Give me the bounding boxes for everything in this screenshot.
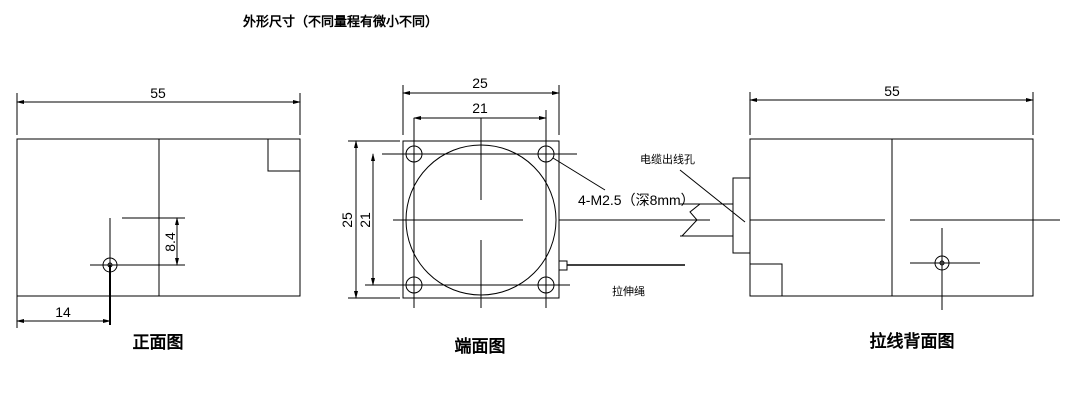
dim-end-height: 25 — [339, 212, 355, 228]
dim-hole-pitch-h: 21 — [472, 100, 488, 116]
cable-outlet-block — [732, 177, 751, 254]
cable-outlet-label: 电缆出线孔 — [640, 152, 695, 166]
back-corner-block — [749, 263, 783, 297]
front-corner-block — [267, 138, 301, 172]
dim-end-width: 25 — [472, 75, 488, 91]
pull-rope-label: 拉伸绳 — [612, 284, 645, 298]
end-view: 25 21 25 21 4-M2.5（深8mm） 电缆出线孔 拉伸绳 端面图 — [339, 75, 751, 357]
end-view-caption: 端面图 — [455, 336, 506, 357]
thread-note: 4-M2.5（深8mm） — [578, 192, 695, 208]
rope-exit — [558, 260, 568, 271]
front-view: 8.4 55 14 正面图 — [16, 85, 301, 353]
front-view-caption: 正面图 — [133, 333, 184, 353]
drawing-title: 外形尺寸（不同量程有微小不同） — [242, 14, 438, 30]
dim-back-length: 55 — [884, 83, 900, 99]
cable-break — [680, 203, 733, 237]
dim-hole-pitch-v: 21 — [357, 212, 373, 228]
back-view: 55 拉线背面图 — [749, 83, 1060, 352]
dim-front-length: 55 — [150, 85, 166, 101]
dim-hole-x: 14 — [55, 304, 71, 320]
dim-hole-y: 8.4 — [162, 232, 178, 252]
back-view-caption: 拉线背面图 — [870, 331, 955, 352]
